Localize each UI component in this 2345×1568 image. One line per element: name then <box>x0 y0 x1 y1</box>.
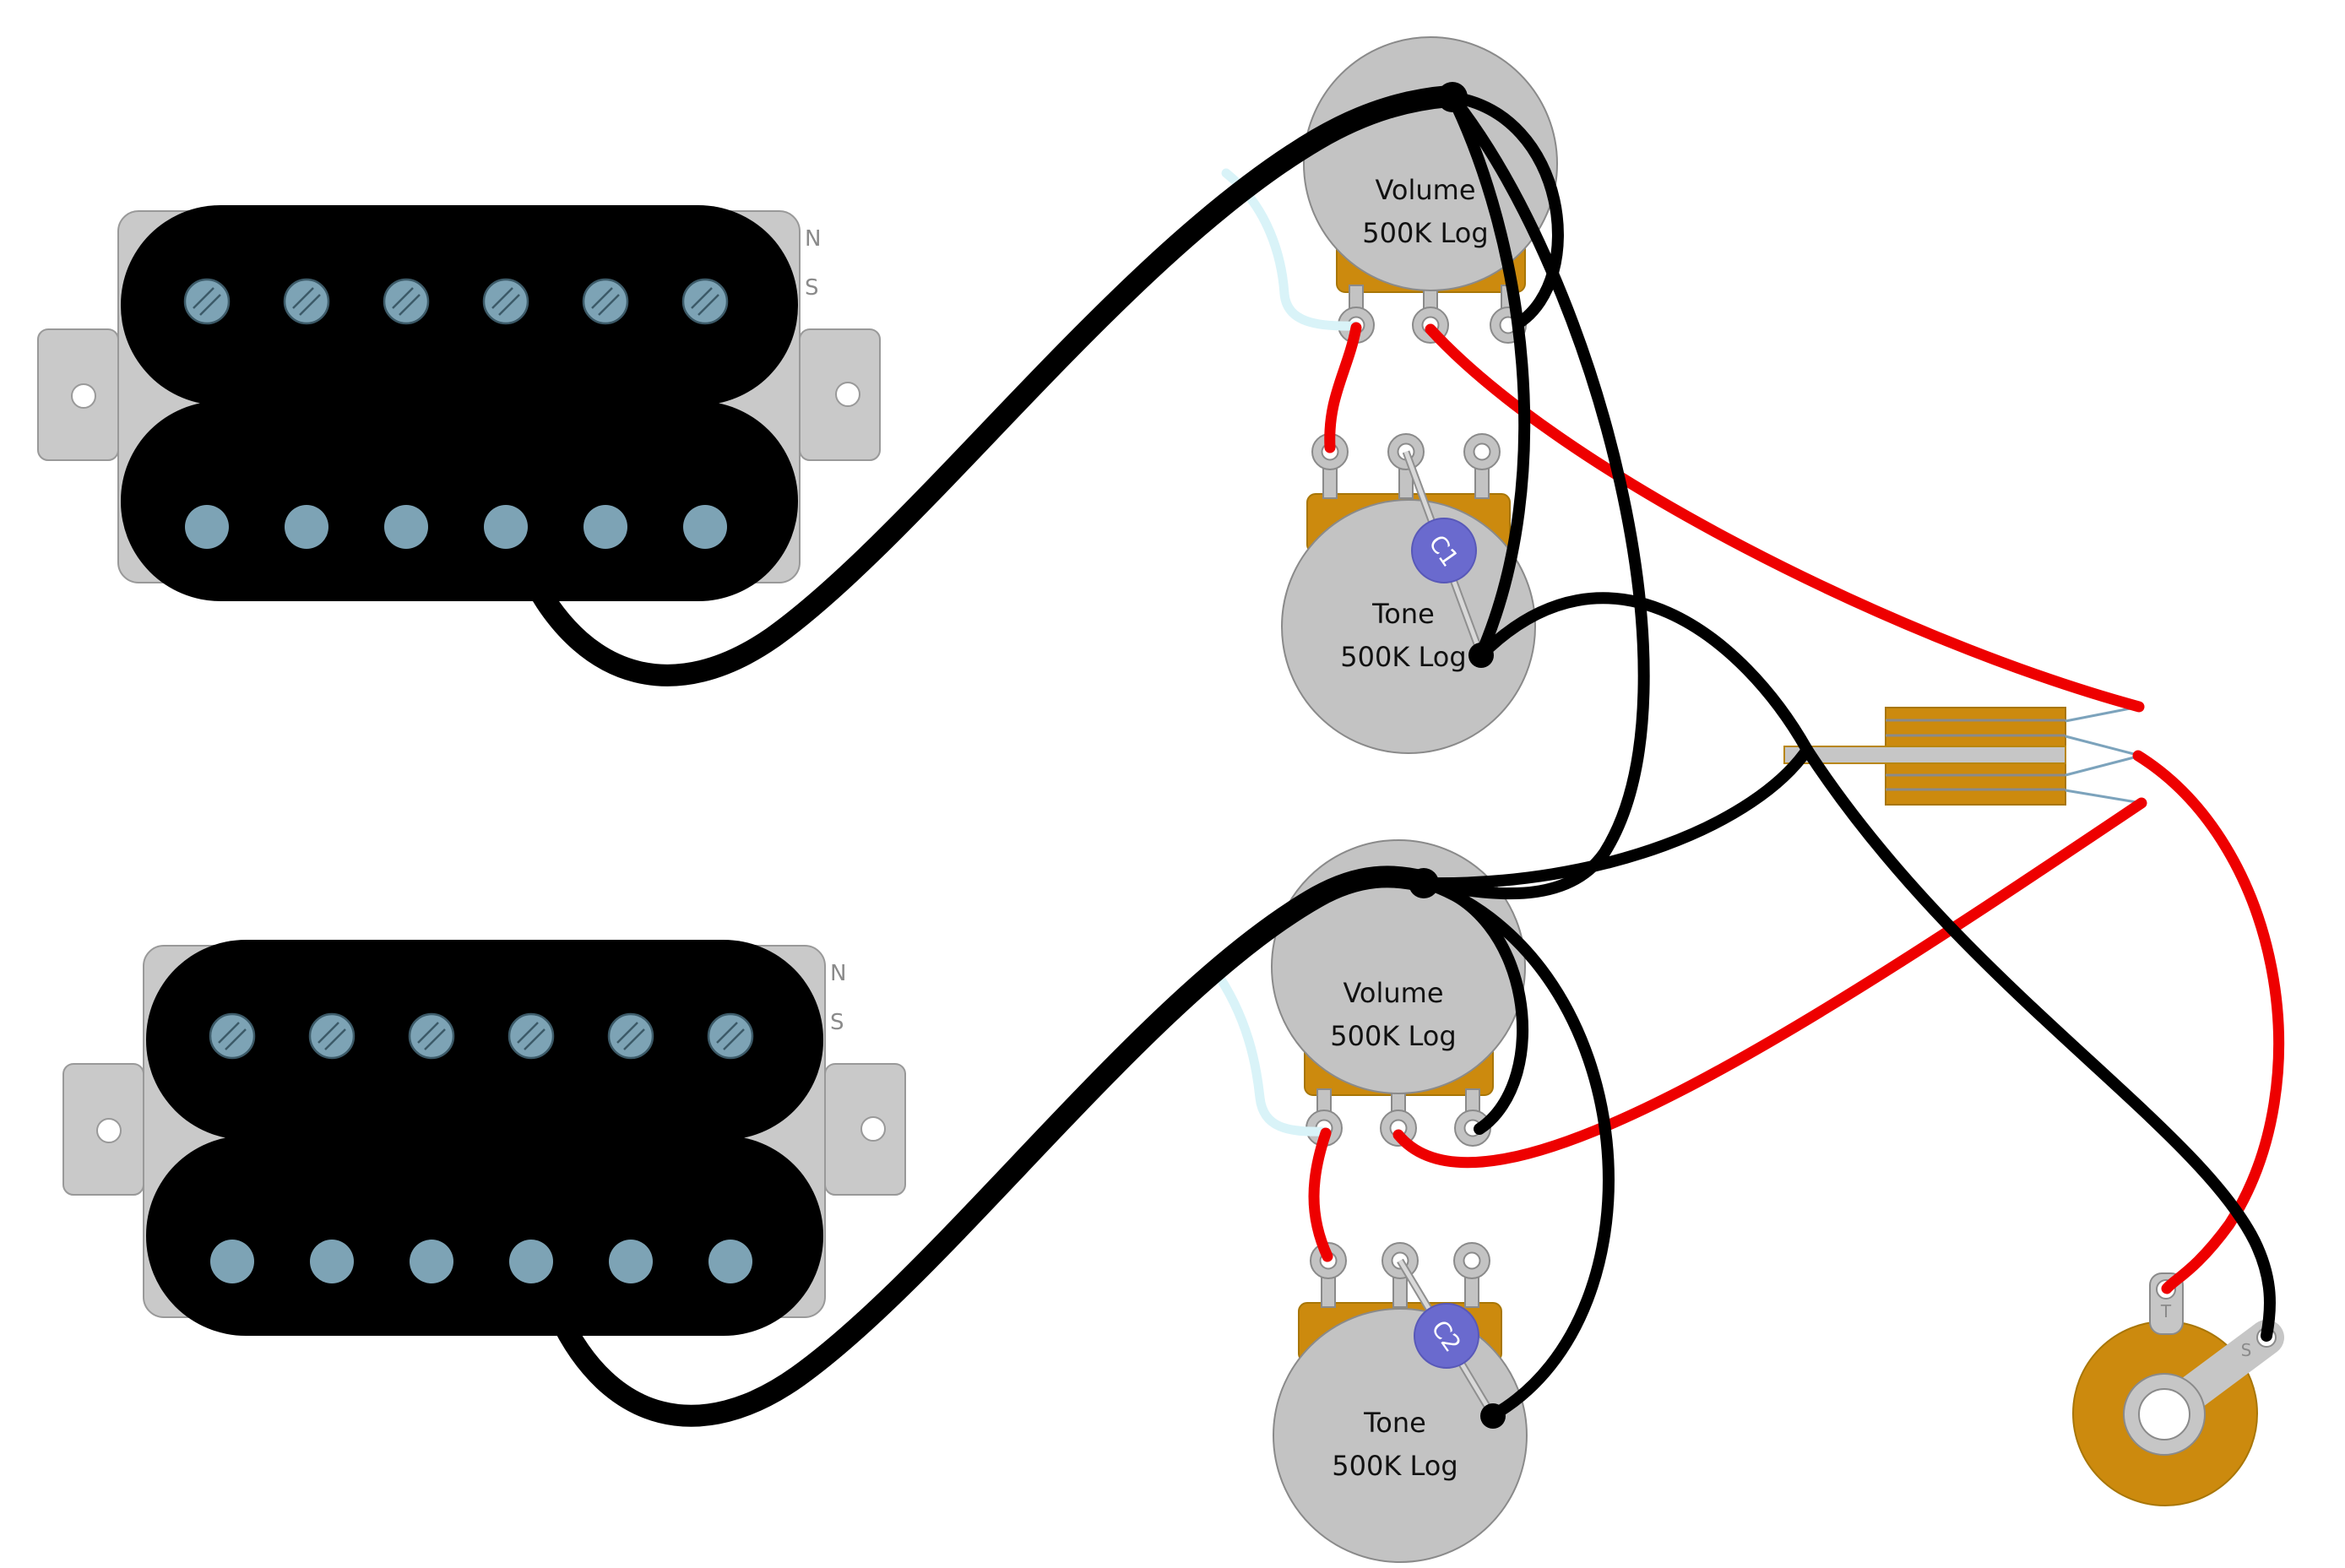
jack-tip-label: T <box>2160 1301 2172 1321</box>
pole-slugs <box>185 505 727 549</box>
pickup-bobbin-slugs <box>121 401 798 601</box>
jack-hole <box>2138 1388 2190 1440</box>
wiring <box>523 85 2285 1427</box>
switch-connector-leads <box>2065 705 2142 805</box>
neck-bare-wire <box>1221 168 1360 331</box>
neck-pickup: N S <box>37 205 881 601</box>
magnet-north-label: N <box>805 226 821 252</box>
switch-shaft <box>1783 746 2066 764</box>
pickup-bobbin-slugs <box>146 1136 823 1336</box>
bridge-pickup-cable <box>548 865 1435 1427</box>
pot-value: 500K Log <box>1332 1450 1457 1482</box>
pot-lugs <box>1311 433 1501 499</box>
ear-screw-hole <box>71 383 96 409</box>
bridge-pickup: N S <box>62 940 906 1336</box>
ear-screw-hole <box>835 382 860 407</box>
solder-joints <box>1409 82 1506 1429</box>
bridge-volume-casing-joint <box>1409 868 1439 898</box>
pot-label: Volume <box>1343 977 1443 1009</box>
capacitor <box>1411 518 1477 583</box>
neck-volume-casing-joint <box>1437 82 1468 112</box>
pot-label: Volume <box>1375 174 1475 206</box>
bridge-volume-to-tone-wire <box>1308 1127 1333 1262</box>
pot-value: 500K Log <box>1340 641 1466 673</box>
neck-tone-pot: C1 Tone 500K Log <box>1281 433 1536 754</box>
bridge-volume-to-tone-ground <box>1421 877 1615 1420</box>
jack-sleeve-label: S <box>2241 1340 2252 1360</box>
magnet-south-label: S <box>805 275 819 301</box>
neck-volume-to-switch-wire <box>1425 323 2145 713</box>
bridge-volume-to-switch-ground <box>1418 744 1813 890</box>
bridge-tone-casing-joint <box>1480 1403 1506 1429</box>
pot-label: Tone <box>1371 598 1435 630</box>
neck-tone-to-switch-ground <box>1475 592 1813 756</box>
switch-terminal-plates <box>1886 719 2065 791</box>
pole-screws <box>183 278 729 325</box>
pickup-bobbin-screws <box>121 205 798 405</box>
neck-pickup-cable <box>523 85 1460 686</box>
switch-to-jack-tip-wire <box>2132 750 2285 1294</box>
jack-sleeve-lug <box>2176 1320 2284 1409</box>
pole-screws <box>209 1012 754 1060</box>
neck-volume-lug3-jumper <box>1447 91 1564 329</box>
pot-value: 500K Log <box>1362 217 1488 249</box>
capacitor <box>1414 1303 1479 1369</box>
neck-tone-casing-joint <box>1468 643 1494 668</box>
magnet-south-label: S <box>830 1010 844 1035</box>
pickup-bobbin-screws <box>146 940 823 1140</box>
neck-volume-to-tone-ground <box>1447 91 1531 658</box>
bridge-bare-wire <box>1209 964 1327 1137</box>
pot-value: 500K Log <box>1330 1020 1456 1052</box>
magnet-north-label: N <box>830 961 846 986</box>
pot-label: Tone <box>1363 1407 1426 1439</box>
bridge-tone-pot: C2 Tone 500K Log <box>1273 1242 1528 1563</box>
switch-to-jack-sleeve-ground <box>1801 744 2276 1342</box>
ear-screw-hole <box>96 1118 122 1143</box>
pot-body <box>1303 36 1558 291</box>
volume-to-volume-ground <box>1421 91 1650 900</box>
output-jack: T S <box>2072 1272 2284 1506</box>
bridge-volume-to-switch-wire <box>1392 797 2147 1169</box>
pole-slugs <box>210 1240 752 1283</box>
neck-volume-to-tone-wire <box>1324 322 1362 453</box>
ear-screw-hole <box>860 1116 886 1142</box>
toggle-switch <box>1783 705 2142 806</box>
pot-lugs <box>1310 1242 1490 1308</box>
